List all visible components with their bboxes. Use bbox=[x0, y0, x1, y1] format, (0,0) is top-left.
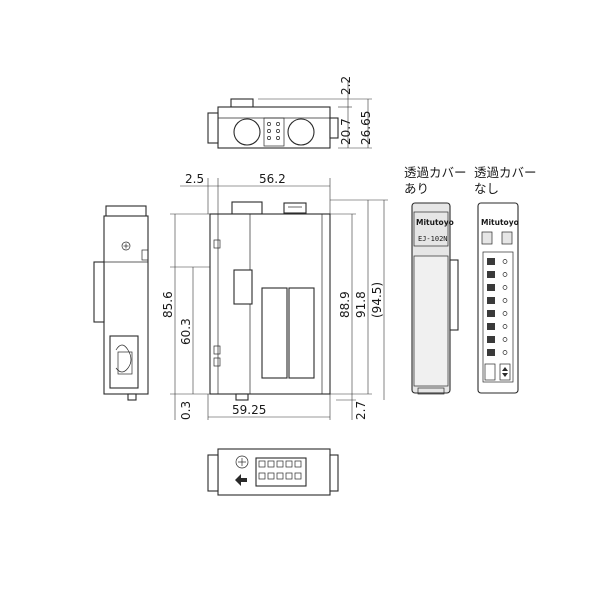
label-with-cover-line1: 透過カバー bbox=[404, 165, 467, 180]
brand-mitutoyo-left: Mitutoyo bbox=[416, 218, 454, 227]
top-right-dimensions: 2.2 20.7 26.65 bbox=[258, 76, 373, 149]
front-dimensions: 2.5 56.2 85.6 60.3 0.3 59.25 88.9 91.8 (… bbox=[161, 172, 388, 420]
led-dot bbox=[502, 298, 508, 303]
ground-icon bbox=[235, 474, 247, 486]
front-with-cover: Mitutoyo EJ-102N bbox=[411, 202, 459, 395]
led-indicator bbox=[487, 271, 495, 278]
dim-60-3: 60.3 bbox=[179, 318, 193, 345]
front-without-cover: Mitutoyo bbox=[477, 202, 519, 394]
led-dot bbox=[502, 272, 508, 277]
dim-85-6: 85.6 bbox=[161, 291, 175, 318]
brand-mitutoyo-right: Mitutoyo bbox=[481, 218, 519, 227]
top-view bbox=[207, 98, 339, 149]
dim-91-8: 91.8 bbox=[354, 291, 368, 318]
label-without-cover-line2: なし bbox=[474, 181, 499, 196]
connector-port-left bbox=[233, 118, 261, 146]
front-view bbox=[209, 201, 331, 401]
label-with-cover-line2: あり bbox=[404, 181, 429, 196]
led-dot bbox=[502, 324, 508, 329]
model-ej102n: EJ-102N bbox=[418, 235, 448, 243]
dim-2-5: 2.5 bbox=[185, 172, 204, 186]
dim-2-7: 2.7 bbox=[354, 401, 368, 420]
label-without-cover-line1: 透過カバー bbox=[474, 165, 537, 180]
dim-59-25: 59.25 bbox=[232, 403, 266, 417]
led-indicator bbox=[487, 310, 495, 317]
dim-26-65: 26.65 bbox=[359, 111, 373, 145]
down-arrow-icon bbox=[502, 373, 508, 377]
led-indicator bbox=[487, 349, 495, 356]
dim-56-2: 56.2 bbox=[259, 172, 286, 186]
bottom-view bbox=[207, 448, 339, 496]
terminal-block bbox=[255, 457, 307, 487]
led-indicator bbox=[487, 323, 495, 330]
cover-window-left bbox=[261, 287, 288, 379]
led-dot bbox=[502, 285, 508, 290]
dim-2-2: 2.2 bbox=[339, 76, 353, 95]
left-side-view bbox=[93, 205, 149, 401]
led-indicator bbox=[487, 336, 495, 343]
up-arrow-icon bbox=[502, 367, 508, 371]
dim-94-5: (94.5) bbox=[370, 282, 384, 318]
led-dot bbox=[502, 311, 508, 316]
led-indicator bbox=[487, 284, 495, 291]
connector-port-right bbox=[287, 118, 315, 146]
led-dot bbox=[502, 350, 508, 355]
led-indicator bbox=[487, 297, 495, 304]
dim-20-7: 20.7 bbox=[339, 118, 353, 145]
dim-88-9: 88.9 bbox=[338, 291, 352, 318]
led-indicator bbox=[487, 258, 495, 265]
led-indicator-column bbox=[487, 258, 508, 356]
dim-0-3: 0.3 bbox=[179, 401, 193, 420]
cover-window-right bbox=[288, 287, 315, 379]
led-dot bbox=[502, 337, 508, 342]
led-dot bbox=[502, 259, 508, 264]
